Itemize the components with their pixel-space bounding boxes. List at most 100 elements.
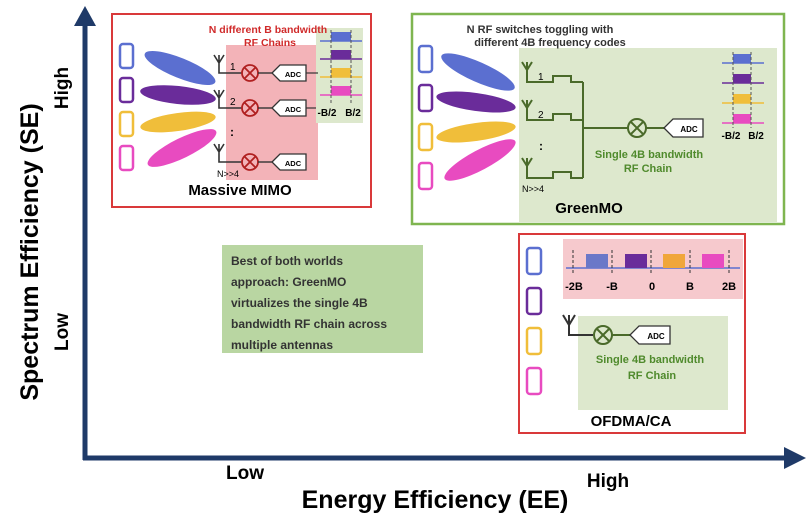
- phone-group: [417, 44, 434, 191]
- greenmo-panel: N RF switches toggling with different 4B…: [410, 12, 786, 226]
- ofdma-spectrum-highlight: [563, 239, 743, 299]
- beam-blue: [144, 51, 216, 85]
- ofdma-panel: -2B -B 0 B 2B ADC Single 4B bandwidth RF…: [518, 233, 746, 434]
- greenmo-chain-1: Single 4B bandwidth: [595, 149, 703, 161]
- phone-group: [525, 246, 543, 396]
- adc-label: ADC: [285, 105, 302, 114]
- y-low-label: Low: [52, 313, 73, 351]
- beam-purple: [436, 91, 516, 113]
- band-blue: [331, 32, 351, 41]
- band-purple: [331, 50, 351, 59]
- adc-label: ADC: [647, 332, 665, 341]
- beam-group: [436, 53, 516, 181]
- y-axis-arrow-icon: [74, 6, 96, 26]
- adc-label: ADC: [285, 159, 302, 168]
- adc-block: [663, 118, 704, 138]
- axes: Spectrum Efficiency (SE) High Low Energy…: [16, 6, 806, 514]
- chain-label: N>>4: [522, 184, 544, 194]
- beam-yellow: [436, 121, 516, 143]
- freq-tick-label: -B: [606, 281, 618, 293]
- callout-box: Best of both worlds approach: GreenMO vi…: [222, 245, 423, 353]
- freq-pos-label: B/2: [345, 108, 361, 119]
- chain-label: 1: [538, 72, 544, 83]
- greenmo-caption-1: N RF switches toggling with: [467, 24, 614, 36]
- antenna-icon: [521, 61, 583, 83]
- massive-mimo-title: Massive MIMO: [188, 182, 292, 199]
- callout-background: [222, 245, 423, 353]
- freq-tick-label: B: [686, 281, 694, 293]
- y-high-label: High: [52, 67, 73, 109]
- freq-tick-label: -2B: [565, 281, 583, 293]
- antenna-icon: [213, 143, 225, 163]
- band-blue: [733, 54, 751, 63]
- chain-label: :: [539, 139, 543, 153]
- chain-label: 2: [230, 97, 236, 108]
- band-yellow: [733, 94, 751, 103]
- band-pink: [331, 86, 351, 95]
- beam-pink: [444, 139, 516, 181]
- band-yellow: [663, 254, 685, 268]
- band-blue: [586, 254, 608, 268]
- phone-icon: [417, 161, 434, 191]
- band-pink: [702, 254, 724, 268]
- phone-icon: [417, 44, 434, 74]
- phone-group: [118, 42, 135, 172]
- beam-yellow: [140, 111, 216, 133]
- callout-line: approach: GreenMO: [231, 275, 346, 289]
- greenmo-title: GreenMO: [555, 200, 623, 217]
- freq-tick-label: 2B: [722, 281, 736, 293]
- antenna-icon: [562, 314, 593, 336]
- phone-icon: [525, 246, 543, 276]
- freq-neg-label: -B/2: [722, 131, 741, 142]
- chain-label: :: [230, 125, 234, 139]
- callout-line: bandwidth RF chain across: [231, 317, 387, 331]
- phone-icon: [525, 286, 543, 316]
- phone-icon: [118, 42, 135, 70]
- massive-mimo-caption-1: N different B bandwidth: [209, 24, 327, 36]
- callout-line: virtualizes the single 4B: [231, 296, 368, 310]
- spectrum-bars: [320, 30, 362, 104]
- ofdma-chain-1: Single 4B bandwidth: [596, 354, 704, 366]
- phone-icon: [118, 110, 135, 138]
- massive-mimo-caption-2: RF Chains: [244, 37, 296, 49]
- spectrum-bars: [722, 52, 764, 128]
- chain-label: 1: [230, 62, 236, 73]
- greenmo-caption-2: different 4B frequency codes: [474, 37, 626, 49]
- ofdma-title: OFDMA/CA: [591, 413, 672, 430]
- band-purple: [733, 74, 751, 83]
- freq-neg-label: -B/2: [318, 108, 337, 119]
- beam-blue: [441, 53, 515, 91]
- adc-label: ADC: [285, 70, 302, 79]
- greenmo-chain-2: RF Chain: [624, 163, 673, 175]
- chain-label: 2: [538, 110, 544, 121]
- phone-icon: [417, 122, 434, 152]
- massive-mimo-panel: N different B bandwidth RF Chains 1 2 :: [111, 13, 372, 208]
- antenna-icon: [213, 89, 225, 109]
- beam-purple: [140, 85, 216, 105]
- x-axis-arrow-icon: [784, 447, 806, 469]
- y-axis-title: Spectrum Efficiency (SE): [16, 103, 44, 400]
- chain-label: N>>4: [217, 169, 239, 179]
- callout-line: Best of both worlds: [231, 254, 343, 268]
- beam-pink: [147, 129, 217, 167]
- ofdma-chain-2: RF Chain: [628, 370, 677, 382]
- adc-label: ADC: [680, 125, 698, 134]
- antenna-icon: [213, 54, 225, 74]
- antenna-icon: [521, 157, 583, 179]
- band-pink: [733, 114, 751, 123]
- callout-line: multiple antennas: [231, 338, 333, 352]
- adc-block: [629, 325, 671, 345]
- rf-chains: [213, 54, 242, 163]
- ofdma-spectrum: [566, 250, 740, 275]
- freq-pos-label: B/2: [748, 131, 764, 142]
- phone-icon: [525, 366, 543, 396]
- phone-icon: [118, 144, 135, 172]
- adc-block: [271, 153, 307, 171]
- beam-group: [140, 51, 217, 167]
- band-yellow: [331, 68, 351, 77]
- band-purple: [625, 254, 647, 268]
- x-low-label: Low: [226, 463, 264, 484]
- freq-tick-label: 0: [649, 281, 655, 293]
- phone-icon: [118, 76, 135, 104]
- x-high-label: High: [587, 471, 629, 492]
